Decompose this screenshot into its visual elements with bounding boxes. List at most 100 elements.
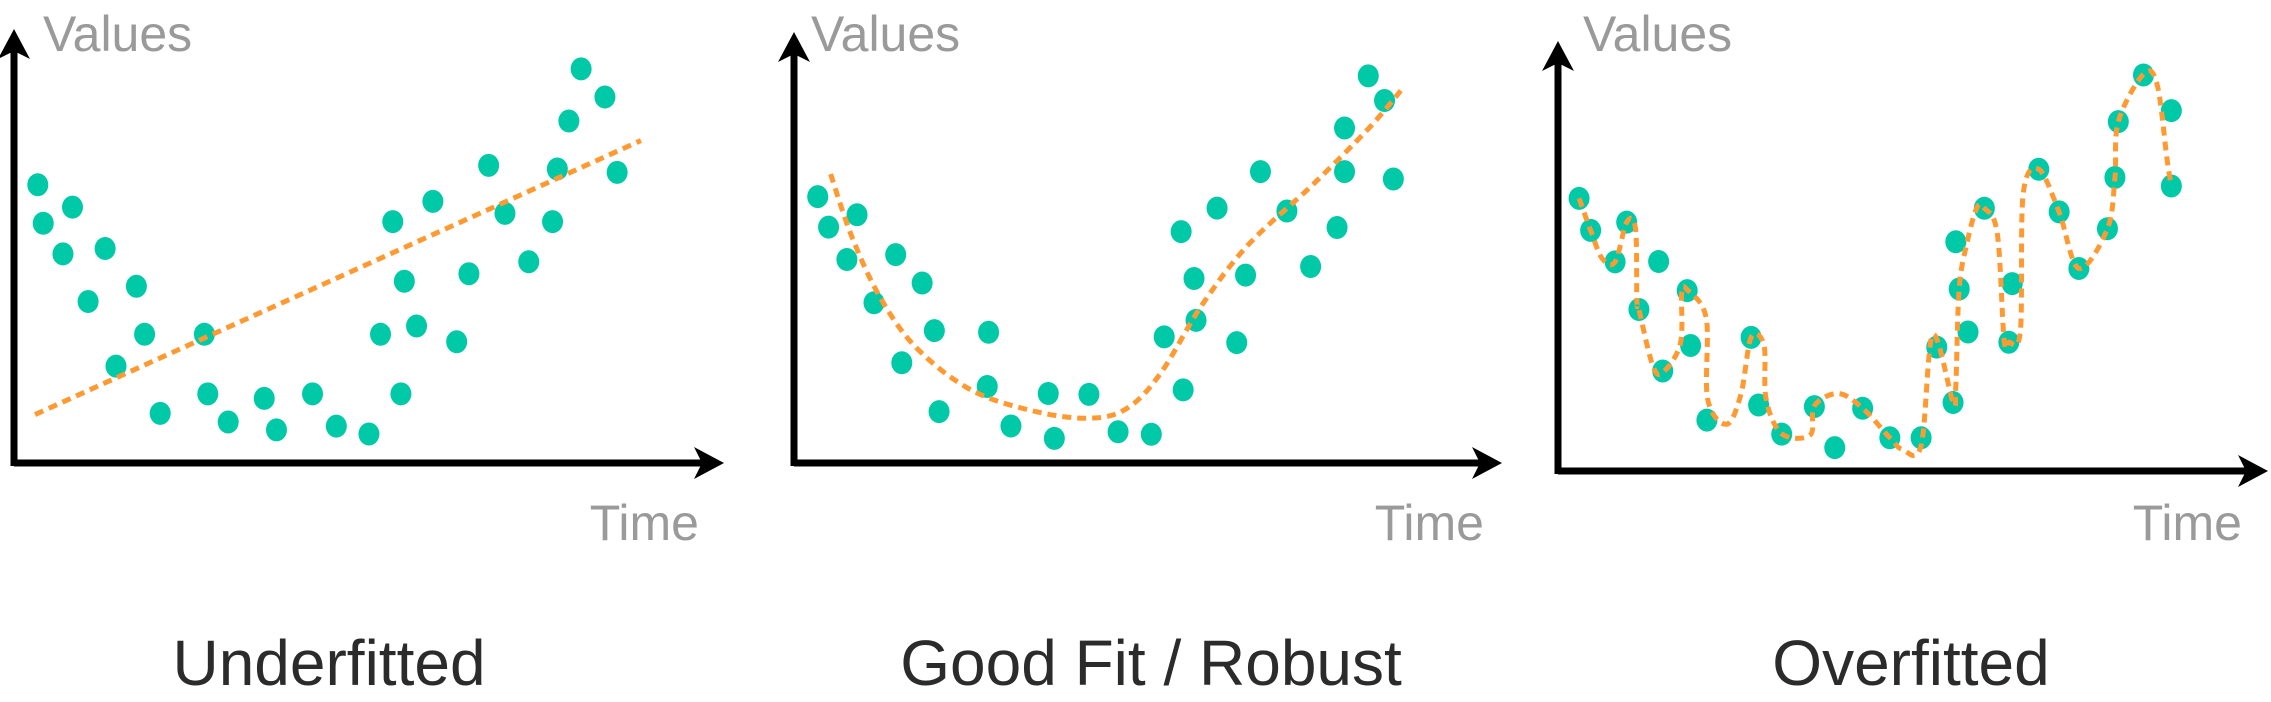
data-point bbox=[105, 354, 127, 378]
data-point bbox=[1043, 426, 1065, 450]
chart-title: Underfitted bbox=[172, 627, 485, 699]
data-point bbox=[2107, 110, 2129, 134]
data-point bbox=[52, 242, 74, 266]
data-point bbox=[422, 189, 444, 213]
y-axis-arrow-icon bbox=[778, 32, 810, 62]
data-point bbox=[61, 195, 83, 219]
data-point bbox=[1153, 325, 1175, 349]
data-point bbox=[390, 382, 412, 406]
data-point bbox=[370, 322, 392, 346]
data-point bbox=[77, 290, 99, 314]
data-point bbox=[1334, 160, 1356, 184]
data-point bbox=[1334, 116, 1356, 140]
data-point bbox=[494, 201, 516, 225]
data-point bbox=[546, 157, 568, 181]
data-point bbox=[928, 400, 950, 424]
data-point bbox=[253, 386, 275, 410]
data-point bbox=[594, 85, 616, 109]
data-point bbox=[976, 375, 998, 399]
data-point bbox=[542, 210, 564, 234]
data-point bbox=[1226, 331, 1248, 355]
data-point bbox=[518, 250, 540, 274]
x-axis-arrow-icon bbox=[694, 447, 724, 479]
data-point bbox=[1249, 160, 1271, 184]
data-point bbox=[570, 57, 592, 81]
data-point bbox=[818, 215, 840, 239]
data-point bbox=[382, 210, 404, 234]
data-point bbox=[923, 319, 945, 343]
data-point bbox=[1680, 334, 1702, 358]
x-axis-label: Time bbox=[1375, 495, 1484, 551]
data-point bbox=[302, 382, 324, 406]
fit-line bbox=[828, 89, 1403, 421]
data-point bbox=[885, 243, 907, 267]
data-point bbox=[458, 262, 480, 286]
data-point bbox=[1037, 382, 1059, 406]
data-point bbox=[558, 109, 580, 133]
data-point bbox=[1382, 167, 1404, 191]
data-point bbox=[1824, 436, 1846, 460]
data-point bbox=[891, 351, 913, 375]
x-axis-label: Time bbox=[2133, 495, 2242, 551]
data-point bbox=[94, 237, 116, 261]
data-point bbox=[1078, 382, 1100, 406]
fit-line bbox=[1576, 68, 2174, 459]
data-point bbox=[1628, 297, 1650, 321]
data-point bbox=[1000, 414, 1022, 438]
data-point bbox=[1957, 320, 1979, 344]
data-point bbox=[836, 248, 858, 272]
data-point bbox=[1183, 266, 1205, 290]
data-point bbox=[1326, 215, 1348, 239]
data-point bbox=[1170, 220, 1192, 244]
data-point bbox=[125, 274, 147, 298]
y-axis-label: Values bbox=[1583, 6, 1732, 62]
data-point bbox=[1235, 263, 1257, 287]
x-axis-arrow-icon bbox=[2238, 455, 2268, 487]
data-point bbox=[807, 185, 829, 209]
data-point bbox=[911, 271, 933, 295]
data-point bbox=[1140, 422, 1162, 446]
data-point bbox=[134, 322, 156, 346]
data-point bbox=[32, 211, 54, 235]
data-point bbox=[1374, 88, 1396, 112]
data-point bbox=[406, 314, 428, 338]
data-point bbox=[846, 203, 868, 227]
y-axis-label: Values bbox=[811, 6, 960, 62]
data-point bbox=[193, 322, 215, 346]
y-axis-label: Values bbox=[43, 6, 192, 62]
data-point bbox=[863, 291, 885, 315]
chart-title: Good Fit / Robust bbox=[900, 627, 1402, 699]
data-point bbox=[2160, 174, 2182, 198]
data-point bbox=[1107, 420, 1129, 444]
data-point bbox=[2160, 99, 2182, 123]
data-point bbox=[1948, 277, 1970, 301]
fit-line bbox=[34, 138, 642, 417]
data-point bbox=[265, 418, 287, 442]
data-point bbox=[27, 173, 49, 197]
data-point bbox=[1300, 255, 1322, 279]
data-point bbox=[1172, 378, 1194, 402]
chart-title: Overfitted bbox=[1772, 627, 2049, 699]
data-point bbox=[1206, 196, 1228, 220]
data-point bbox=[1945, 230, 1967, 254]
data-point bbox=[478, 153, 500, 177]
data-point bbox=[2001, 272, 2023, 296]
y-axis-arrow-icon bbox=[0, 29, 30, 59]
data-point bbox=[1910, 426, 1932, 450]
data-point bbox=[606, 160, 628, 184]
x-axis-arrow-icon bbox=[1472, 447, 1502, 479]
data-point bbox=[1648, 249, 1670, 273]
data-point bbox=[217, 410, 239, 434]
data-point bbox=[149, 401, 171, 425]
data-point bbox=[1357, 64, 1379, 88]
x-axis-label: Time bbox=[590, 495, 699, 551]
data-point bbox=[2096, 217, 2118, 241]
data-point bbox=[325, 414, 347, 438]
y-axis-arrow-icon bbox=[1542, 41, 1574, 71]
data-point bbox=[446, 330, 468, 354]
data-point bbox=[978, 320, 1000, 344]
